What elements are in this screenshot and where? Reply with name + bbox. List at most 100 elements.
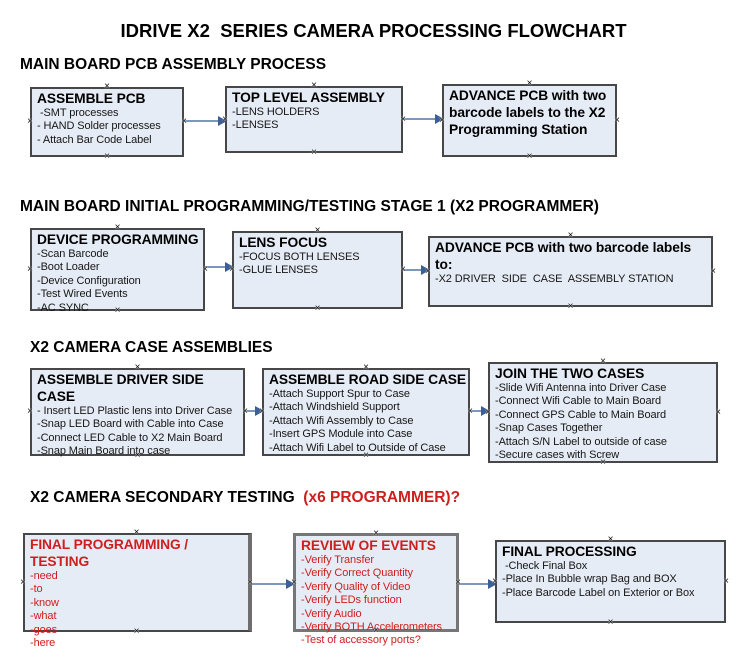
- anchor-mark: ×: [723, 575, 729, 587]
- box-item: - Attach Bar Code Label: [37, 133, 152, 146]
- arrowhead-icon: [435, 114, 444, 124]
- flow-arrow[interactable]: [245, 406, 264, 416]
- flow-box-final-processing[interactable]: FINAL PROCESSING -Check Final Box -Place…: [492, 535, 729, 628]
- anchor-mark: ×: [181, 116, 187, 127]
- box-item: -Verify Audio: [301, 607, 362, 620]
- box-item: -Insert GPS Module into Case: [269, 428, 413, 441]
- flow-arrow[interactable]: [205, 262, 234, 272]
- section-heading-pcb-assembly: MAIN BOARD PCB ASSEMBLY PROCESS: [20, 56, 327, 73]
- box-item: -Verify Quality of Video: [301, 580, 411, 593]
- section-heading-initial-programming: MAIN BOARD INITIAL PROGRAMMING/TESTING S…: [20, 198, 599, 215]
- box-item: -Connect LED Cable to X2 Main Board: [37, 431, 223, 444]
- box-item: -Verify Correct Quantity: [301, 567, 413, 580]
- flow-box-lens-focus[interactable]: LENS FOCUS -FOCUS BOTH LENSES -GLUE LENS…: [229, 226, 406, 314]
- flow-box-top-level-assembly[interactable]: TOP LEVEL ASSEMBLY -LENS HOLDERS -LENSES…: [222, 81, 406, 158]
- box-item: -Verify BOTH Accelerometers: [301, 621, 442, 634]
- anchor-mark: ×: [526, 151, 533, 162]
- box-title: JOIN THE TWO CASES: [495, 366, 645, 381]
- box-item: -GLUE LENSES: [239, 264, 318, 277]
- box-item: -Test of accessory ports?: [301, 634, 421, 647]
- flow-arrow[interactable]: [459, 579, 497, 589]
- anchor-mark: ×: [27, 263, 33, 275]
- flow-arrow[interactable]: [252, 579, 295, 589]
- flow-box-join-the-two-cases[interactable]: JOIN THE TWO CASES -Slide Wifi Antenna i…: [485, 357, 721, 468]
- box-item: -Snap LED Board with Cable into Case: [37, 418, 224, 431]
- box-item: -Test Wired Events: [37, 288, 128, 301]
- box-item: -Attach S/N Label to outside of case: [495, 435, 667, 448]
- anchor-mark: ×: [27, 406, 33, 417]
- flow-box-final-programming-testing[interactable]: FINAL PROGRAMMING / TESTING -need -to -k…: [20, 528, 253, 650]
- box-title: TOP LEVEL ASSEMBLY: [232, 90, 385, 105]
- anchor-mark: ×: [567, 301, 574, 312]
- box-item: -here: [30, 637, 56, 650]
- box-title: ADVANCE PCB with two barcode labels to:: [435, 240, 692, 272]
- box-item: -LENSES: [232, 119, 279, 132]
- anchor-mark: ×: [27, 116, 33, 127]
- arrowhead-icon: [421, 265, 430, 275]
- flow-box-review-of-events[interactable]: REVIEW OF EVENTS -Verify Transfer -Verif…: [291, 529, 461, 647]
- box-item: -Verify LEDs function: [301, 594, 402, 607]
- flow-arrow[interactable]: [470, 406, 490, 416]
- flow-box-assemble-driver-side-case[interactable]: ASSEMBLE DRIVER SIDE CASE - Insert LED P…: [27, 363, 248, 461]
- section-heading-case-assemblies: X2 CAMERA CASE ASSEMBLIES: [30, 339, 273, 356]
- box-item: -need: [30, 570, 58, 582]
- flow-box-advance-pcb-to-driver-side-station[interactable]: ADVANCE PCB with two barcode labels to: …: [425, 231, 716, 312]
- anchor-mark: ×: [607, 617, 614, 628]
- anchor-mark: ×: [311, 147, 317, 158]
- box-item: -Boot Loader: [37, 261, 100, 274]
- box-item: -FOCUS BOTH LENSES: [239, 251, 360, 263]
- arrowhead-icon: [225, 262, 234, 272]
- anchor-mark: ×: [710, 265, 716, 277]
- arrowhead-icon: [481, 406, 490, 416]
- box-item: -Verify Transfer: [301, 554, 374, 566]
- anchor-mark: ×: [20, 576, 26, 588]
- box-title: ASSEMBLE DRIVER SIDE CASE: [37, 372, 204, 404]
- arrowhead-icon: [218, 116, 227, 126]
- box-item: -Place In Bubble wrap Bag and BOX: [502, 573, 677, 586]
- box-item: -AC SYNC: [37, 301, 89, 314]
- box-item: -Snap Main Board into case: [37, 445, 171, 458]
- flow-arrow[interactable]: [403, 114, 444, 124]
- box-title: ASSEMBLE ROAD SIDE CASE: [269, 372, 467, 387]
- flow-box-assemble-road-side-case[interactable]: ASSEMBLE ROAD SIDE CASE -Attach Support …: [259, 363, 473, 461]
- anchor-mark: ×: [104, 151, 110, 162]
- anchor-mark: ×: [614, 114, 620, 126]
- anchor-mark: ×: [242, 406, 248, 417]
- box-item: -Scan Barcode: [37, 248, 109, 260]
- box-title: DEVICE PROGRAMMING: [37, 232, 199, 247]
- flow-box-device-programming[interactable]: DEVICE PROGRAMMING -Scan Barcode -Boot L…: [27, 223, 208, 316]
- box-item: -goes: [30, 623, 58, 636]
- box-item: -Secure cases with Screw: [495, 449, 620, 462]
- flow-arrow[interactable]: [184, 116, 227, 126]
- box-item: -to: [30, 583, 43, 596]
- arrowhead-icon: [488, 579, 497, 589]
- anchor-mark: ×: [467, 406, 473, 417]
- box-item: -know: [30, 596, 59, 609]
- box-item: - HAND Solder processes: [37, 120, 161, 133]
- box-item: -Connect Wifi Cable to Main Board: [495, 395, 662, 408]
- box-item: -SMT processes: [37, 107, 119, 119]
- flow-arrow[interactable]: [403, 265, 430, 275]
- box-title: REVIEW OF EVENTS: [301, 538, 436, 553]
- heading-red-part: (x6 PROGRAMMER)?: [299, 489, 461, 506]
- box-item: - Insert LED Plastic lens into Driver Ca…: [37, 405, 233, 417]
- box-item: -LENS HOLDERS: [232, 106, 320, 118]
- box-title: FINAL PROCESSING: [502, 544, 637, 559]
- box-item: -what: [30, 610, 57, 623]
- box-title: LENS FOCUS: [239, 235, 327, 250]
- box-title: ASSEMBLE PCB: [37, 91, 146, 106]
- anchor-mark: ×: [314, 303, 321, 314]
- box-item: -Place Barcode Label on Exterior or Box: [502, 586, 695, 599]
- box-item: -Attach Support Spur to Case: [269, 388, 410, 400]
- box-item: -Device Configuration: [37, 274, 141, 287]
- anchor-mark: ×: [715, 406, 721, 418]
- box-item: -Slide Wifi Antenna into Driver Case: [495, 382, 667, 394]
- box-item: -Attach Windshield Support: [269, 401, 400, 414]
- flow-box-assemble-pcb[interactable]: ASSEMBLE PCB -SMT processes - HAND Solde…: [27, 82, 187, 162]
- box-item: -X2 DRIVER SIDE CASE ASSEMBLY STATION: [435, 273, 674, 285]
- section-heading-secondary-testing: X2 CAMERA SECONDARY TESTING (x6 PROGRAMM…: [30, 489, 460, 507]
- box-title: FINAL PROGRAMMING / TESTING: [30, 537, 189, 569]
- page-title: IDRIVE X2 SERIES CAMERA PROCESSING FLOWC…: [120, 20, 627, 41]
- flow-box-advance-pcb-to-programming-station[interactable]: ADVANCE PCB with two barcode labels to t…: [439, 79, 620, 162]
